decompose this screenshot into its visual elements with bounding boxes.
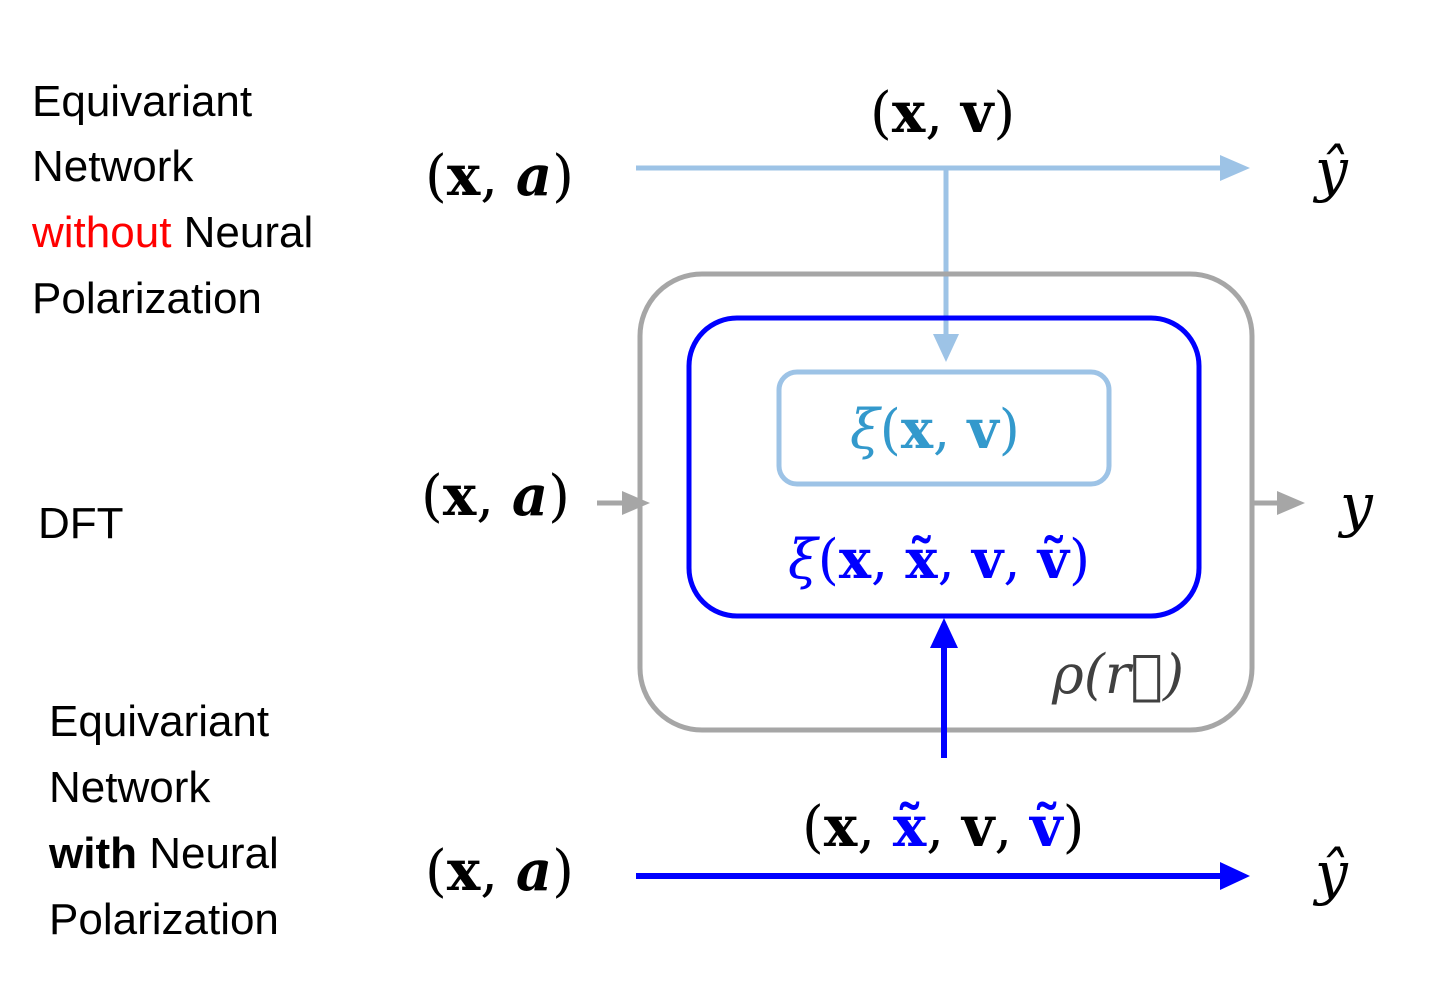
top-edge-label: (x, v) bbox=[870, 80, 1015, 146]
label-bottom-group: Equivariant Network with Neural Polariza… bbox=[48, 697, 279, 944]
middle-output-arrow bbox=[1252, 491, 1305, 515]
middle-input-arrow bbox=[597, 491, 650, 515]
label-bottom-line2: Network bbox=[49, 763, 211, 812]
density-label: ρ(r⃗) bbox=[1051, 643, 1184, 706]
label-top-group: Equivariant Network without Neural Polar… bbox=[31, 77, 313, 323]
label-top-line3: without Neural bbox=[31, 208, 313, 257]
xi-base-box bbox=[776, 369, 1112, 487]
label-top-line4: Polarization bbox=[32, 274, 262, 323]
output-top-yhat: ŷ bbox=[1312, 136, 1349, 204]
label-bottom-line1: Equivariant bbox=[49, 697, 269, 746]
top-arrow bbox=[636, 155, 1250, 181]
xi-polarized-formula: ξ(x, x̃, v, ṽ) bbox=[788, 527, 1090, 591]
label-bottom-line3: with Neural bbox=[48, 829, 279, 878]
input-middle: (x, a) bbox=[421, 463, 570, 529]
bottom-arrow bbox=[636, 862, 1250, 890]
label-top-line2: Network bbox=[32, 142, 194, 191]
xi-base-formula: ξ(x, v) bbox=[850, 397, 1020, 461]
output-middle-y: y bbox=[1337, 471, 1374, 539]
neural-polarization-box bbox=[686, 315, 1202, 619]
label-top-without: without bbox=[31, 208, 171, 257]
top-branch-arrow bbox=[933, 168, 959, 362]
label-dft: DFT bbox=[38, 499, 124, 548]
label-bottom-neural: Neural bbox=[137, 829, 279, 878]
bottom-branch-arrow bbox=[930, 618, 958, 758]
label-bottom-line4: Polarization bbox=[49, 895, 279, 944]
label-bottom-with: with bbox=[48, 829, 137, 878]
output-bottom-yhat: ŷ bbox=[1312, 839, 1349, 907]
input-top: (x, a) bbox=[425, 143, 574, 209]
label-top-line1: Equivariant bbox=[32, 77, 252, 126]
label-top-neural: Neural bbox=[171, 208, 313, 257]
bottom-edge-label: (x, x̃, v, ṽ) bbox=[802, 794, 1084, 860]
input-bottom: (x, a) bbox=[425, 838, 574, 904]
